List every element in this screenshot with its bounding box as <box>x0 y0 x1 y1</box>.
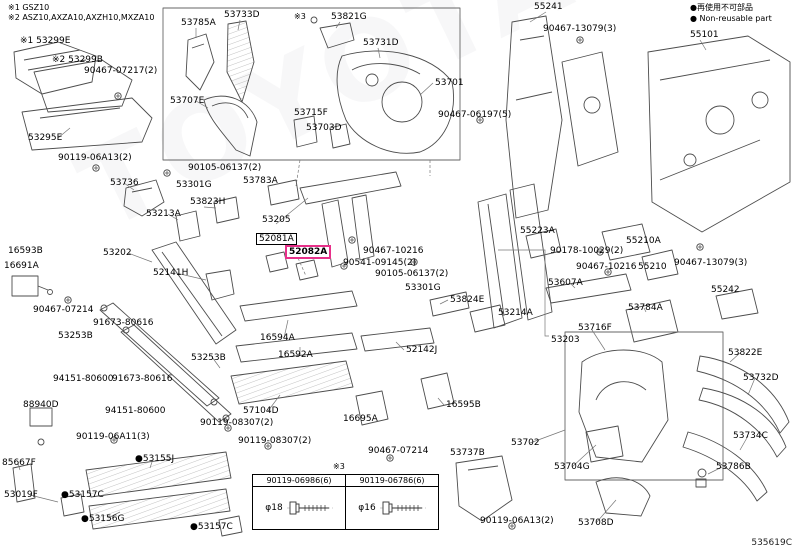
part-label-16592a[interactable]: 16592A <box>278 350 313 360</box>
legend-line-1: ●再使用不可部品 <box>690 3 753 12</box>
part-label-9167380616[interactable]: 91673-80616 <box>112 374 173 384</box>
part-label-90467130793[interactable]: 90467-13079(3) <box>543 24 617 34</box>
note-1gsz10: ※1 GSZ10 <box>8 3 50 12</box>
part-label-53213a[interactable]: 53213A <box>146 209 181 219</box>
part-label-9046710216[interactable]: 90467-10216 <box>363 246 424 256</box>
part-label-53301g[interactable]: 53301G <box>176 180 212 190</box>
part-label-55241[interactable]: 55241 <box>534 2 563 12</box>
part-label-53707e[interactable]: 53707E <box>170 96 205 106</box>
fastener-part-number-1[interactable]: 90119-06986(6) <box>252 474 346 487</box>
part-label-53822e[interactable]: 53822E <box>728 348 763 358</box>
fastener-part-number-2[interactable]: 90119-06786(6) <box>345 474 439 487</box>
part-label-53783a[interactable]: 53783A <box>243 176 278 186</box>
part-label-9167380616[interactable]: 91673-80616 <box>93 318 154 328</box>
part-shapes <box>11 7 791 537</box>
part-label-55210[interactable]: 55210 <box>638 262 667 272</box>
part-label-53701[interactable]: 53701 <box>435 78 464 88</box>
part-label-90105061372[interactable]: 90105-06137(2) <box>188 163 262 173</box>
bolt-icon <box>286 501 333 515</box>
part-label-9415180600[interactable]: 94151-80600 <box>105 406 166 416</box>
part-label-90467061975[interactable]: 90467-06197(5) <box>438 110 512 120</box>
part-label-53157c[interactable]: ●53157C <box>61 490 104 500</box>
part-label-53155j[interactable]: ●53155J <box>135 454 175 464</box>
bolt-icon <box>379 501 426 515</box>
part-label-53214a[interactable]: 53214A <box>498 308 533 318</box>
leader-lines <box>17 11 756 524</box>
part-label-90119083072[interactable]: 90119-08307(2) <box>238 436 312 446</box>
part-label-90541091452[interactable]: 90541-09145(2) <box>343 258 417 268</box>
fastener-diameter-1: φ18 <box>265 503 283 513</box>
part-label-53708d[interactable]: 53708D <box>578 518 614 528</box>
part-label-16691a[interactable]: 16691A <box>4 261 39 271</box>
part-label-53715f[interactable]: 53715F <box>294 108 328 118</box>
part-label-16594a[interactable]: 16594A <box>260 333 295 343</box>
part-label-53019f[interactable]: 53019F <box>4 490 38 500</box>
part-label-9046707214[interactable]: 90467-07214 <box>368 446 429 456</box>
part-label-53253b[interactable]: 53253B <box>58 331 93 341</box>
part-label-53784a[interactable]: 53784A <box>628 303 663 313</box>
part-label-53734c[interactable]: 53734C <box>733 431 768 441</box>
part-label-53704g[interactable]: 53704G <box>554 462 590 472</box>
part-label-9011906a132[interactable]: 90119-06A13(2) <box>58 153 132 163</box>
part-label-55223a[interactable]: 55223A <box>520 226 555 236</box>
part-label-90467072172[interactable]: 90467-07217(2) <box>84 66 158 76</box>
part-label-153299e[interactable]: ※1 53299E <box>20 36 71 46</box>
part-label-53295e[interactable]: 53295E <box>28 133 63 143</box>
part-label-52141h[interactable]: 52141H <box>153 268 189 278</box>
part-label-53823h[interactable]: 53823H <box>190 197 226 207</box>
part-label-53732d[interactable]: 53732D <box>743 373 779 383</box>
part-label-53821g[interactable]: 53821G <box>331 12 367 22</box>
part-label-53786b[interactable]: 53786B <box>716 462 751 472</box>
part-label-53824e[interactable]: 53824E <box>450 295 485 305</box>
part-label-16695a[interactable]: 16695A <box>343 414 378 424</box>
part-label-9011906a113[interactable]: 90119-06A11(3) <box>76 432 150 442</box>
part-label-90178100292[interactable]: 90178-10029(2) <box>550 246 624 256</box>
part-label-53733d[interactable]: 53733D <box>224 10 260 20</box>
part-label-53703d[interactable]: 53703D <box>306 123 342 133</box>
part-label-53716f[interactable]: 53716F <box>578 323 612 333</box>
part-label-57104d[interactable]: 57104D <box>243 406 279 416</box>
note-3: ※3 <box>294 12 306 21</box>
part-label-85667f[interactable]: 85667F <box>2 458 36 468</box>
part-label-55101[interactable]: 55101 <box>690 30 719 40</box>
part-label-53702[interactable]: 53702 <box>511 438 540 448</box>
part-label-53737b[interactable]: 53737B <box>450 448 485 458</box>
part-label-253299b[interactable]: ※2 53299B <box>52 55 103 65</box>
legend: ●再使用不可部品 ● Non-reusable part <box>690 2 772 24</box>
part-label-9046707214[interactable]: 90467-07214 <box>33 305 94 315</box>
part-label-90119083072[interactable]: 90119-08307(2) <box>200 418 274 428</box>
part-label-9415180600[interactable]: 94151-80600 <box>53 374 114 384</box>
part-label-53607a[interactable]: 53607A <box>548 278 583 288</box>
part-label-53203[interactable]: 53203 <box>551 335 580 345</box>
part-label-53301g[interactable]: 53301G <box>405 283 441 293</box>
note-3: ※3 <box>333 462 345 471</box>
legend-line-2: ● Non-reusable part <box>690 14 772 23</box>
part-label-53156g[interactable]: ●53156G <box>81 514 125 524</box>
part-label-9046710216[interactable]: 90467-10216 <box>576 262 637 272</box>
part-label-53202[interactable]: 53202 <box>103 248 132 258</box>
part-label-90105061372[interactable]: 90105-06137(2) <box>375 269 449 279</box>
part-label-53253b[interactable]: 53253B <box>191 353 226 363</box>
part-label-9011906a132[interactable]: 90119-06A13(2) <box>480 516 554 526</box>
part-label-53157c[interactable]: ●53157C <box>190 522 233 532</box>
part-label-55242[interactable]: 55242 <box>711 285 740 295</box>
part-label-53736[interactable]: 53736 <box>110 178 139 188</box>
part-label-52081a[interactable]: 52081A <box>256 233 297 245</box>
part-label-53205[interactable]: 53205 <box>262 215 291 225</box>
fastener-diameter-2: φ16 <box>358 503 376 513</box>
note-2asz10axza10axzh10mxza10: ※2 ASZ10,AXZA10,AXZH10,MXZA10 <box>8 13 155 22</box>
part-label-53731d[interactable]: 53731D <box>363 38 399 48</box>
part-label-53785a[interactable]: 53785A <box>181 18 216 28</box>
part-label-90467130793[interactable]: 90467-13079(3) <box>674 258 748 268</box>
part-label-16595b[interactable]: 16595B <box>446 400 481 410</box>
part-label-55210a[interactable]: 55210A <box>626 236 661 246</box>
diagram-id: 535619C <box>751 538 792 548</box>
part-label-16593b[interactable]: 16593B <box>8 246 43 256</box>
part-label-52082a[interactable]: 52082A <box>285 245 332 259</box>
fastener-table: 90119-06986(6) 90119-06786(6) φ18 <box>252 474 439 530</box>
part-label-88940d[interactable]: 88940D <box>23 400 59 410</box>
part-label-52142j[interactable]: 52142J <box>406 345 438 355</box>
